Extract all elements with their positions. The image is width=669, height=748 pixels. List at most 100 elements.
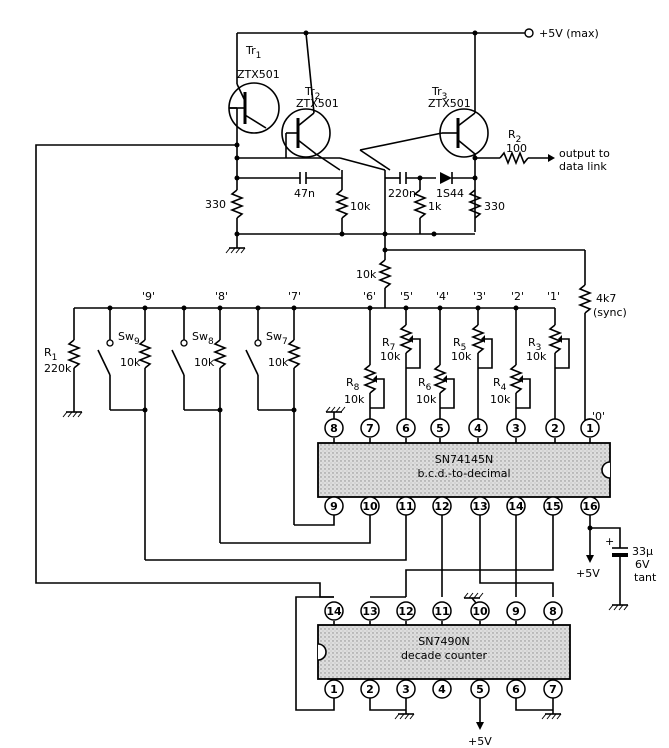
r6-value: 10k: [416, 393, 437, 406]
diode-label: 1S44: [436, 187, 464, 200]
chip2-name: SN7490N: [418, 635, 469, 648]
supply-rail: +5V (max): [237, 27, 599, 40]
r330-right-label: 330: [484, 200, 505, 213]
output-label-2: data link: [559, 160, 607, 173]
chip1-desc: b.c.d.-to-decimal: [417, 467, 510, 480]
tr3-type: ZTX501: [428, 97, 471, 110]
chip1-pin: 8: [330, 422, 338, 435]
sw8-r-label: 10k: [194, 356, 215, 369]
plus5v-chip1: +5V: [576, 567, 600, 580]
chip1-top-pins: 8 7 6 5 4 3 2 1: [324, 418, 600, 443]
chip2-pin: 5: [476, 683, 484, 696]
sw9-r-label: 10k: [120, 356, 141, 369]
sync-label: (sync): [593, 306, 627, 319]
plus5v-chip2: +5V: [468, 735, 492, 748]
chip2-pin: 13: [362, 605, 377, 618]
output-network: 220n 1k 1S44 330 R2 100 output to data l…: [385, 128, 610, 234]
chip1-pin: 1: [586, 422, 594, 435]
chip1-pin: 13: [472, 500, 487, 513]
chip2-pin: 9: [512, 605, 520, 618]
chip1-pin: 14: [508, 500, 524, 513]
c47n-label: 47n: [294, 187, 315, 200]
tr2-label: Tr2: [304, 85, 320, 102]
chip2-bottom-wiring: +5V: [369, 698, 562, 748]
chip2-pin: 14: [326, 605, 342, 618]
bus-section: 4k7 (sync) 10k: [356, 247, 627, 428]
r5-value: 10k: [451, 350, 472, 363]
tr2-type: ZTX501: [296, 97, 339, 110]
pot-r8: R8 10k: [344, 308, 385, 428]
pot-r4: R4 10k: [490, 308, 531, 428]
chip2-pin: 11: [434, 605, 449, 618]
pot-r3: R3 10k: [526, 308, 570, 428]
chip2-pin: 1: [330, 683, 338, 696]
chip2-pin: 4: [438, 683, 446, 696]
bus-label-3: '3': [473, 290, 486, 303]
supply-label: +5V (max): [539, 27, 599, 40]
chip2-pin: 2: [366, 683, 374, 696]
chip2-pin: 8: [549, 605, 557, 618]
bus-label-1: '1': [547, 290, 560, 303]
r10k-bus-label: 10k: [356, 268, 377, 281]
supply-terminal: [524, 28, 534, 38]
cap-voltage: 6V: [635, 558, 650, 571]
r4-label: R4: [493, 376, 507, 393]
bus-label-7: '7': [288, 290, 301, 303]
output-label-1: output to: [559, 147, 610, 160]
chip1-name: SN74145N: [435, 453, 493, 466]
sw7-label: Sw7: [266, 330, 288, 347]
bus-label-0: '0': [592, 410, 605, 423]
switch-sw8: Sw8 10k: [171, 308, 228, 543]
transistor-tr2: Tr2 ZTX501: [281, 32, 341, 171]
bus-label-5: '5': [400, 290, 413, 303]
r7-value: 10k: [380, 350, 401, 363]
chip1-pin: 3: [512, 422, 520, 435]
switch-sw7: Sw7 10k: [245, 308, 302, 525]
chip1-pin: 12: [434, 500, 449, 513]
sw7-r-label: 10k: [268, 356, 289, 369]
chip2-pin: 7: [549, 683, 557, 696]
chip1-pin: 6: [402, 422, 410, 435]
tr1-type: ZTX501: [237, 68, 280, 81]
chip1-pin: 16: [582, 500, 598, 513]
r330-left-label: 330: [205, 198, 226, 211]
pot-r5: R5 10k: [451, 308, 493, 428]
chip2-pin: 3: [402, 683, 410, 696]
bus-label-4: '4': [436, 290, 449, 303]
chip1-pin: 11: [398, 500, 413, 513]
chip-sn7490n: SN7490N decade counter: [317, 624, 571, 680]
r7-label: R7: [382, 336, 395, 353]
tr3-label: Tr3: [431, 85, 447, 102]
chip2-pin: 6: [512, 683, 520, 696]
diode-symbol: [440, 172, 452, 184]
cap-value: 33µ: [632, 545, 653, 558]
bus-label-6: '6': [363, 290, 376, 303]
inter-chip-wiring: +5V + 33µ 6V tant: [35, 142, 657, 711]
r4-value: 10k: [490, 393, 511, 406]
chip1-pin: 4: [474, 422, 482, 435]
sw8-label: Sw8: [192, 330, 214, 347]
r1-value: 220k: [44, 362, 72, 375]
chip1-pin: 9: [330, 500, 338, 513]
chip2-bottom-pins: 1 2 3 4 5 6 7: [324, 679, 563, 699]
switch-sw9: Sw9 10k: [97, 308, 153, 560]
chip1-bottom-pins: 9 10 11 12 13 14 15 16: [324, 496, 600, 516]
r2-value: 100: [506, 142, 527, 155]
chip2-pin: 12: [398, 605, 413, 618]
bus-label-8: '8': [215, 290, 228, 303]
bus-label-9: '9': [142, 290, 155, 303]
r8-value: 10k: [344, 393, 365, 406]
cap-type: tant: [634, 571, 657, 584]
sw9-label: Sw9: [118, 330, 140, 347]
pot-r7: R7 10k: [380, 308, 421, 428]
bus-label-2: '2': [511, 290, 524, 303]
r3-value: 10k: [526, 350, 547, 363]
transistor-tr1: Tr1 ZTX501: [228, 33, 280, 134]
r2-label: R2: [508, 128, 521, 145]
pot-r6: R6 10k: [416, 308, 455, 428]
r1k-label: 1k: [428, 200, 442, 213]
chip1-pin: 7: [366, 422, 374, 435]
tr-bias-network: 47n 330 10k: [205, 108, 475, 254]
chip2-desc: decade counter: [401, 649, 488, 662]
